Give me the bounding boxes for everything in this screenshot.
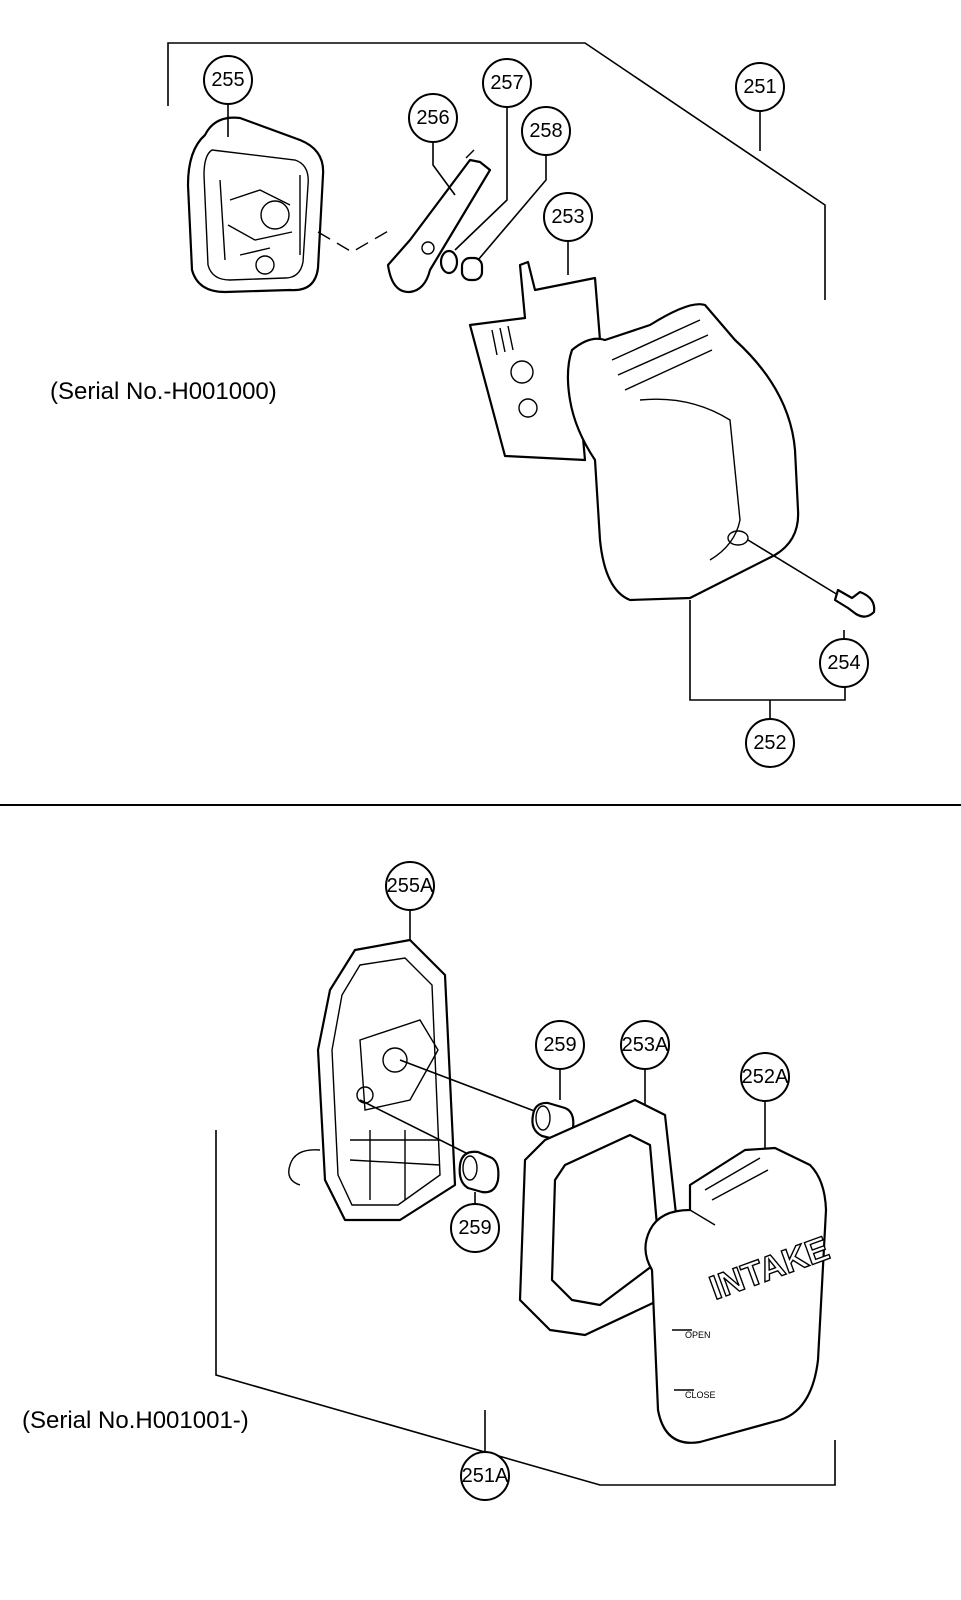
svg-text:255: 255: [211, 69, 244, 91]
callout-257: 257: [482, 58, 532, 108]
callout-258: 258: [521, 106, 571, 156]
bracket-251: [167, 42, 826, 300]
callout-251A: 251A: [460, 1451, 510, 1501]
svg-text:252: 252: [753, 732, 786, 754]
bottom-section: INTAKE OPEN CLOSE 255A 259 253A 252A 259…: [22, 861, 836, 1501]
callout-252: 252: [745, 718, 795, 768]
serial-label-bottom: (Serial No.H001001-): [22, 1407, 249, 1434]
part-259-collar-lower: [458, 1150, 500, 1194]
svg-text:251A: 251A: [462, 1465, 509, 1487]
svg-text:259: 259: [543, 1034, 576, 1056]
callout-256: 256: [408, 93, 458, 143]
svg-text:251: 251: [743, 76, 776, 98]
callout-253A: 253A: [620, 1020, 670, 1070]
top-section: 255 256 257 258 251 253 254 252 (Serial …: [50, 42, 876, 768]
part-252A-intake-cover: INTAKE OPEN CLOSE: [644, 1146, 835, 1444]
svg-text:254: 254: [827, 652, 860, 674]
part-258-collar: [460, 256, 484, 282]
callout-255: 255: [203, 55, 253, 105]
part-254-screw: [747, 539, 876, 618]
part-252-cover: [566, 303, 800, 602]
part-256-choke-lever: [386, 149, 492, 294]
svg-text:252A: 252A: [742, 1066, 789, 1088]
svg-text:255A: 255A: [387, 875, 434, 897]
svg-text:256: 256: [416, 107, 449, 129]
part-255-base: [186, 116, 325, 294]
part-255A-base: [288, 938, 457, 1222]
callout-259-lower: 259: [450, 1203, 500, 1253]
svg-text:259: 259: [458, 1217, 491, 1239]
svg-text:257: 257: [490, 72, 523, 94]
callout-252A: 252A: [740, 1052, 790, 1102]
choke-open-label: OPEN: [685, 1330, 711, 1340]
callout-254: 254: [819, 638, 869, 688]
callout-251: 251: [735, 62, 785, 112]
part-253A-foam-filter: [518, 1098, 682, 1337]
choke-close-label: CLOSE: [685, 1390, 716, 1400]
svg-text:258: 258: [529, 120, 562, 142]
bracket-252: [689, 600, 846, 701]
bracket-251A: [215, 1130, 836, 1486]
part-257-washer: [439, 249, 459, 275]
callout-255A: 255A: [385, 861, 435, 911]
svg-text:253: 253: [551, 206, 584, 228]
callout-253: 253: [543, 192, 593, 242]
callout-259-upper: 259: [535, 1020, 585, 1070]
svg-text:253A: 253A: [622, 1034, 669, 1056]
serial-label-top: (Serial No.-H001000): [50, 378, 277, 405]
